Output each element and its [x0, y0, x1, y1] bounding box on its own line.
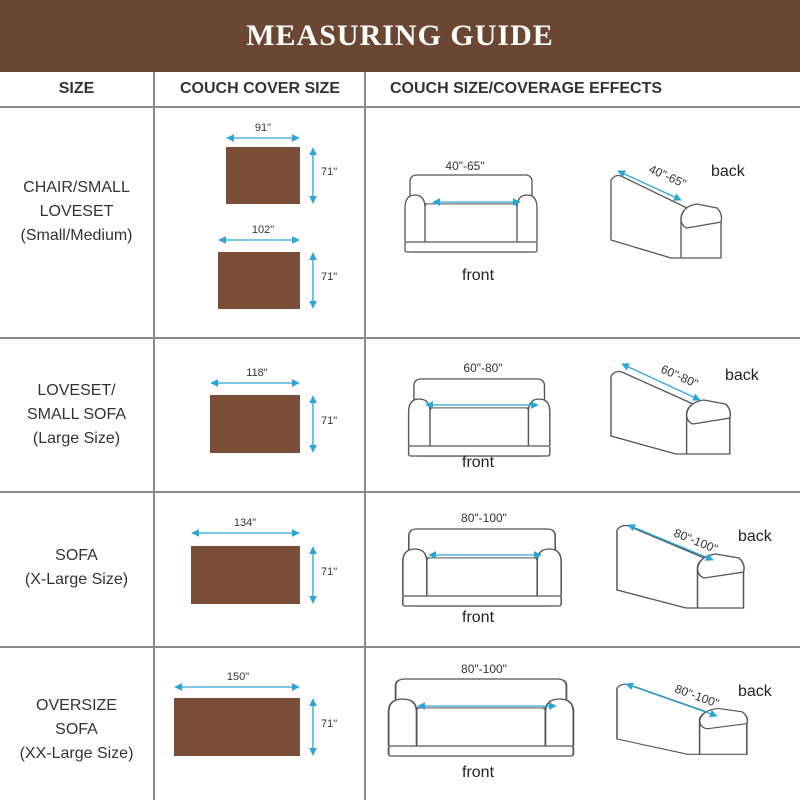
back-label: back	[725, 367, 760, 384]
front-sofa-drawing	[407, 378, 551, 457]
front-label: front	[462, 267, 495, 284]
front-dim-label: 80"-100"	[461, 511, 507, 525]
cover-swatch	[191, 546, 300, 604]
cover-width-label: 150"	[227, 671, 249, 683]
back-dim-label: 40"-65"	[647, 162, 689, 191]
row-divider	[0, 106, 800, 108]
back-dim-arrow	[627, 524, 714, 561]
row-divider	[0, 646, 800, 648]
cover-swatch	[226, 147, 300, 204]
back-sofa-drawing	[610, 370, 732, 455]
cover-height-label: 71"	[321, 271, 337, 283]
front-label: front	[462, 454, 495, 471]
column-divider	[364, 72, 366, 800]
back-label: back	[738, 528, 773, 545]
back-dim-label: 60"-80"	[659, 362, 701, 391]
row-divider	[0, 337, 800, 339]
row-label-oversize: OVERSIZE SOFA (XX-Large Size)	[19, 697, 134, 762]
header-size: SIZE	[58, 80, 95, 97]
page-title: MEASURING GUIDE	[246, 19, 554, 52]
cover-height-label: 71"	[321, 566, 337, 578]
front-label: front	[462, 609, 495, 626]
front-dim-label: 40"-65"	[445, 159, 484, 173]
front-dim-label: 80"-100"	[461, 662, 507, 676]
back-dim-arrow	[621, 363, 701, 401]
row-label-chair: CHAIR/SMALL LOVESET (Small/Medium)	[20, 179, 133, 244]
front-label: front	[462, 764, 495, 781]
cover-swatch	[210, 395, 300, 453]
cover-height-label: 71"	[321, 718, 337, 730]
cover-width-label: 134"	[234, 517, 256, 529]
cover-width-label: 118"	[246, 367, 268, 379]
row-label-loveseat: LOVESET/ SMALL SOFA (Large Size)	[27, 382, 126, 447]
cover-swatch	[174, 698, 300, 756]
title-banner: MEASURING GUIDE	[0, 0, 800, 72]
header-cover-size: COUCH COVER SIZE	[179, 80, 340, 97]
back-sofa-drawing	[610, 174, 723, 259]
back-dim-arrow	[625, 682, 718, 718]
cover-width-label: 91"	[255, 122, 271, 134]
header-coverage-effects: COUCH SIZE/COVERAGE EFFECTS	[390, 80, 663, 97]
back-dim-arrow	[617, 170, 682, 201]
column-divider	[153, 72, 155, 800]
row-label-sofa: SOFA (X-Large Size)	[24, 547, 129, 588]
back-label: back	[738, 683, 773, 700]
back-label: back	[711, 163, 746, 180]
cover-height-label: 71"	[321, 166, 337, 178]
cover-height-label: 71"	[321, 415, 337, 427]
front-dim-label: 60"-80"	[463, 361, 502, 375]
front-sofa-drawing	[387, 678, 575, 757]
front-sofa-drawing	[404, 174, 538, 253]
cover-width-label: 102"	[252, 224, 274, 236]
cover-swatch	[218, 252, 300, 309]
front-sofa-drawing	[402, 528, 562, 607]
row-divider	[0, 491, 800, 493]
